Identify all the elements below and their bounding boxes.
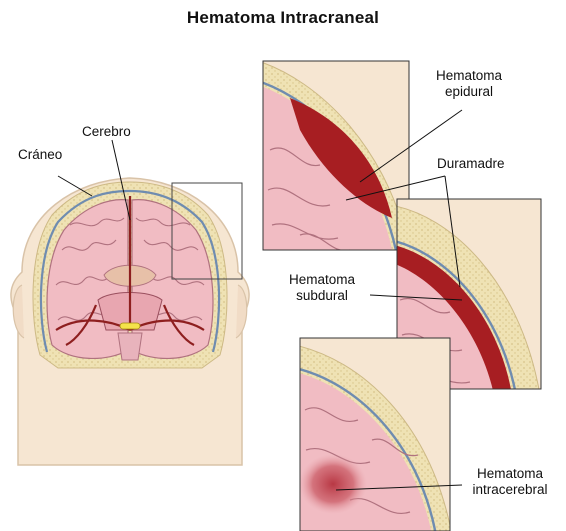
inset-epidural (255, 60, 410, 260)
head-illustration (11, 178, 249, 465)
label-craneo: Cráneo (18, 147, 62, 163)
label-hematoma-subdural: Hematoma subdural (277, 272, 367, 304)
intracerebral-clot (299, 454, 367, 514)
inset-intracerebral (295, 338, 452, 531)
label-cerebro: Cerebro (82, 124, 131, 140)
label-hematoma-intracerebral: Hematoma intracerebral (458, 466, 562, 498)
label-duramadre: Duramadre (437, 156, 505, 172)
label-hematoma-epidural: Hematoma epidural (424, 68, 514, 100)
